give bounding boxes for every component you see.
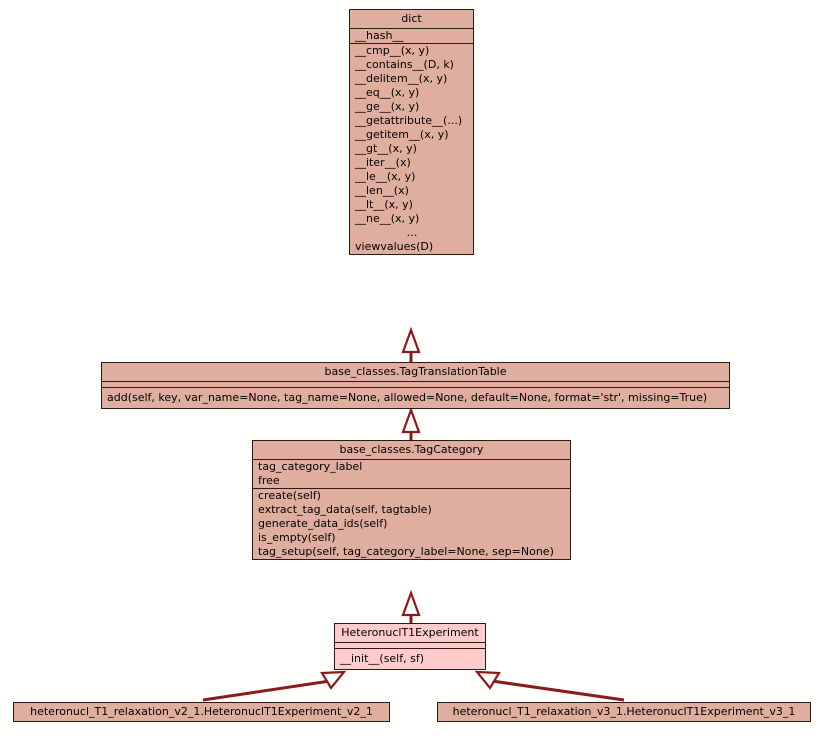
method-row: viewvalues(D) — [355, 240, 434, 253]
class-title-compartment: heteronucl_T1_relaxation_v2_1.Heteronucl… — [14, 703, 389, 721]
class-box-tagcategory[interactable]: base_classes.TagCategory tag_category_la… — [252, 440, 571, 560]
class-attributes-compartment-empty — [335, 643, 485, 649]
class-box-heteronuclt1experiment-v3-1[interactable]: heteronucl_T1_relaxation_v3_1.Heteronucl… — [437, 702, 811, 722]
method-row: __contains__(D, k) — [355, 58, 454, 71]
class-name-heteronuclt1experiment-v2-1: heteronucl_T1_relaxation_v2_1.Heteronucl… — [30, 705, 373, 718]
class-box-heteronuclt1experiment[interactable]: HeteronuclT1Experiment __init__(self, sf… — [334, 623, 486, 670]
method-row: __le__(x, y) — [355, 170, 416, 183]
class-attributes-compartment-empty — [102, 382, 729, 388]
method-row: __getattribute__(...) — [355, 114, 463, 127]
class-methods-compartment: add(self, key, var_name=None, tag_name=N… — [102, 388, 729, 408]
method-row: __ne__(x, y) — [355, 212, 420, 225]
method-row: __eq__(x, y) — [355, 86, 420, 99]
class-title-compartment: heteronucl_T1_relaxation_v3_1.Heteronucl… — [438, 703, 810, 721]
attribute-row: __hash__ — [355, 29, 404, 42]
edge-v3-to-heteronuclt1experiment — [474, 670, 625, 702]
class-methods-compartment: __init__(self, sf) — [335, 649, 485, 669]
method-row: create(self) — [258, 489, 321, 502]
class-box-tagtranslationtable[interactable]: base_classes.TagTranslationTable add(sel… — [101, 362, 730, 409]
class-methods-compartment: __cmp__(x, y) __contains__(D, k) __delit… — [350, 44, 473, 254]
attribute-row: tag_category_label — [258, 460, 363, 473]
method-row: __iter__(x) — [355, 156, 411, 169]
class-attributes-compartment: tag_category_label free — [253, 460, 570, 489]
method-row: __init__(self, sf) — [340, 652, 425, 665]
method-row: __lt__(x, y) — [355, 198, 413, 211]
class-title-compartment: base_classes.TagTranslationTable — [102, 363, 729, 382]
class-attributes-compartment: __hash__ — [350, 29, 473, 44]
method-row: is_empty(self) — [258, 531, 336, 544]
method-row: tag_setup(self, tag_category_label=None,… — [258, 545, 554, 558]
method-row: extract_tag_data(self, tagtable) — [258, 503, 432, 516]
class-title-compartment: dict — [350, 10, 473, 29]
class-methods-compartment: create(self) extract_tag_data(self, tagt… — [253, 489, 570, 559]
edge-tagcategory-to-tagtranslationtable — [401, 406, 421, 440]
method-row: __gt__(x, y) — [355, 142, 417, 155]
class-name-heteronuclt1experiment: HeteronuclT1Experiment — [341, 626, 479, 639]
method-row: add(self, key, var_name=None, tag_name=N… — [107, 391, 708, 404]
class-name-dict: dict — [401, 12, 422, 25]
class-box-dict[interactable]: dict __hash__ __cmp__(x, y) __contains__… — [349, 9, 474, 255]
class-name-tagcategory: base_classes.TagCategory — [339, 443, 484, 456]
edge-heteronuclt1experiment-to-tagcategory — [401, 589, 421, 623]
class-title-compartment: base_classes.TagCategory — [253, 441, 570, 460]
method-row: __cmp__(x, y) — [355, 44, 430, 57]
method-row: __delitem__(x, y) — [355, 72, 448, 85]
class-box-heteronuclt1experiment-v2-1[interactable]: heteronucl_T1_relaxation_v2_1.Heteronucl… — [13, 702, 390, 722]
edge-v2-to-heteronuclt1experiment — [202, 670, 347, 702]
method-row: generate_data_ids(self) — [258, 517, 388, 530]
method-row: __ge__(x, y) — [355, 100, 420, 113]
class-name-heteronuclt1experiment-v3-1: heteronucl_T1_relaxation_v3_1.Heteronucl… — [452, 705, 796, 718]
method-row: __len__(x) — [355, 184, 409, 197]
method-row: __getitem__(x, y) — [355, 128, 449, 141]
method-ellipsis: … — [406, 226, 418, 239]
edge-tagtranslationtable-to-dict — [401, 326, 421, 362]
class-title-compartment: HeteronuclT1Experiment — [335, 624, 485, 643]
attribute-row: free — [258, 474, 280, 487]
class-name-tagtranslationtable: base_classes.TagTranslationTable — [324, 365, 507, 378]
